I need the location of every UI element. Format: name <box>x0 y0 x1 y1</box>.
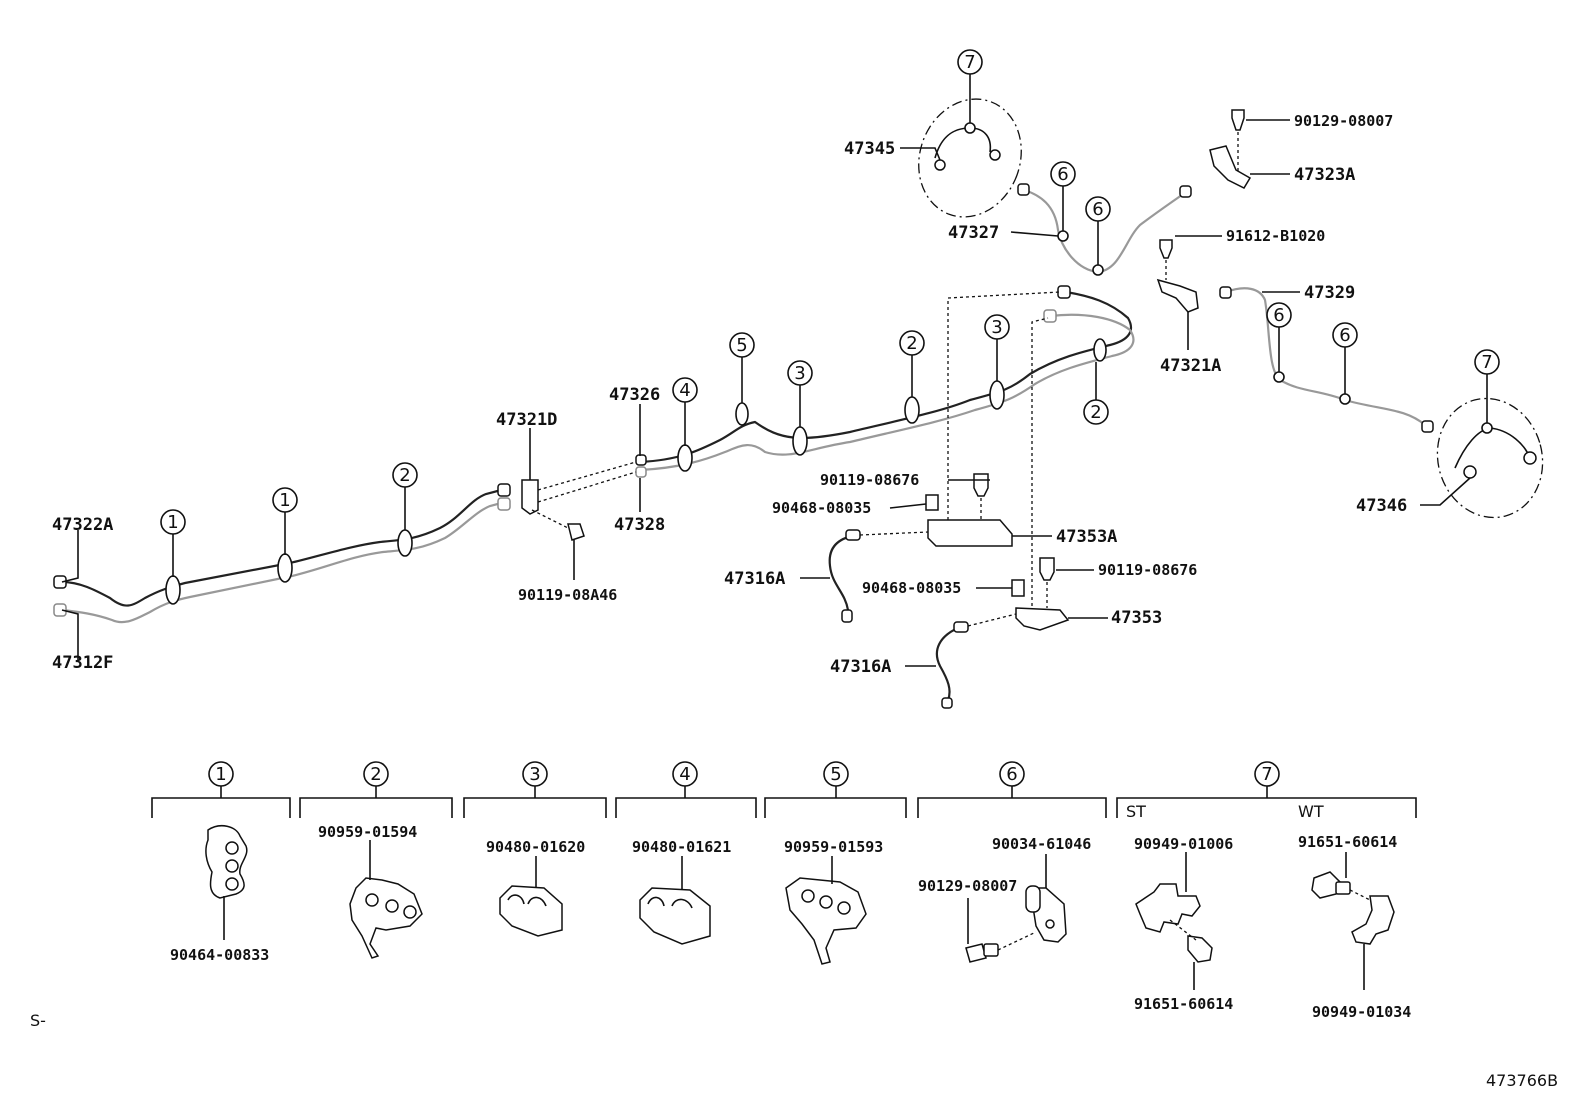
label-90119-08A46: 90119-08A46 <box>518 586 617 604</box>
label-47316A-a: 47316A <box>724 569 785 589</box>
legend-part-91651-60614-wt: 91651-60614 <box>1298 833 1397 851</box>
label-91612-B1020: 91612-B1020 <box>1226 227 1325 245</box>
legend-part-90949-01034: 90949-01034 <box>1312 1003 1411 1021</box>
footer-left-code: S- <box>30 1011 46 1030</box>
label-90468-08035-a: 90468-08035 <box>772 499 871 517</box>
legend-part-90480-01621: 90480-01621 <box>632 838 731 856</box>
label-47329: 47329 <box>1304 283 1355 303</box>
legend-st-label: ST <box>1126 802 1146 821</box>
callout-4: 4 <box>679 380 690 401</box>
legend-part-90959-01593: 90959-01593 <box>784 838 883 856</box>
tube-47327 <box>1010 183 1192 276</box>
label-90468-08035-b: 90468-08035 <box>862 579 961 597</box>
label-47316A-b: 47316A <box>830 657 891 677</box>
label-47353: 47353 <box>1111 608 1162 628</box>
part-labels: 47322A 47312F 47321D 90119-08A46 47326 4… <box>52 112 1407 677</box>
legend-num-2: 2 <box>370 764 381 785</box>
legend-clip-5: 5 90959-01593 <box>764 761 907 965</box>
legend-num-1: 1 <box>215 764 226 785</box>
label-47321A: 47321A <box>1160 356 1221 376</box>
legend-num-4: 4 <box>679 764 690 785</box>
callout-6a: 6 <box>1057 164 1068 185</box>
diagram-id: 473766B <box>1486 1071 1558 1090</box>
legend-part-90959-01594: 90959-01594 <box>318 823 417 841</box>
callout-1a: 1 <box>167 512 178 533</box>
callouts-upper: 1 1 2 4 5 3 2 3 2 7 6 6 6 6 7 <box>160 49 1500 535</box>
callout-7b: 7 <box>1481 352 1492 373</box>
bracket-47321A <box>1156 235 1222 350</box>
callout-3b: 3 <box>991 317 1002 338</box>
legend-clip-7: 7 ST WT 90949-01006 91651-60614 91651-60… <box>1116 761 1417 1021</box>
callout-2b: 2 <box>906 333 917 354</box>
legend-part-90949-01006: 90949-01006 <box>1134 835 1233 853</box>
caliper-area-right <box>1420 374 1544 519</box>
legend-clip-6: 6 90034-61046 90129-08007 <box>917 761 1107 963</box>
tube-47329 <box>1219 286 1434 433</box>
caliper-area-left-st <box>900 74 1022 218</box>
callout-6d: 6 <box>1339 325 1350 346</box>
callout-5: 5 <box>736 335 747 356</box>
bracket-47323A <box>1209 109 1290 189</box>
label-47346: 47346 <box>1356 496 1407 516</box>
legend-part-90464-00833: 90464-00833 <box>170 946 269 964</box>
legend-num-7: 7 <box>1261 764 1272 785</box>
label-90119-08676-b: 90119-08676 <box>1098 561 1197 579</box>
leaders-main <box>61 339 1097 662</box>
label-47312F: 47312F <box>52 653 113 673</box>
callout-3a: 3 <box>794 363 805 384</box>
label-47327: 47327 <box>948 223 999 243</box>
hose-47316A-upper <box>800 529 929 623</box>
legend-clip-2: 2 90959-01594 <box>299 761 453 959</box>
callout-2c: 2 <box>1090 402 1101 423</box>
label-47322A: 47322A <box>52 515 113 535</box>
legend-num-6: 6 <box>1006 764 1017 785</box>
callout-7a: 7 <box>964 52 975 73</box>
hose-47316A-lower <box>905 613 1017 709</box>
label-47323A: 47323A <box>1294 165 1355 185</box>
legend-wt-label: WT <box>1298 802 1324 821</box>
legend-part-90480-01620: 90480-01620 <box>486 838 585 856</box>
legend-clip-3: 3 90480-01620 <box>463 761 607 937</box>
legend-part-90129-08007: 90129-08007 <box>918 877 1017 895</box>
label-90129-08007-top: 90129-08007 <box>1294 112 1393 130</box>
callout-6c: 6 <box>1273 305 1284 326</box>
legend-part-91651-60614-st: 91651-60614 <box>1134 995 1233 1013</box>
bracket-47321D <box>521 461 637 541</box>
label-90119-08676-a: 90119-08676 <box>820 471 919 489</box>
label-47345: 47345 <box>844 139 895 159</box>
tube-clips <box>165 338 1107 605</box>
bracket-47353A <box>889 473 1052 547</box>
callout-1b: 1 <box>279 490 290 511</box>
main-brake-tube-assembly <box>53 285 1135 624</box>
label-47326: 47326 <box>609 385 660 405</box>
label-47353A: 47353A <box>1056 527 1117 547</box>
legend-num-5: 5 <box>830 764 841 785</box>
legend-part-90034-61046: 90034-61046 <box>992 835 1091 853</box>
legend-num-3: 3 <box>529 764 540 785</box>
label-47328: 47328 <box>614 515 665 535</box>
label-47321D: 47321D <box>496 410 557 430</box>
callout-2a: 2 <box>399 465 410 486</box>
bracket-47353 <box>976 557 1108 631</box>
guide-lines <box>947 291 1061 612</box>
callout-6b: 6 <box>1092 199 1103 220</box>
legend-clip-4: 4 90480-01621 <box>615 761 757 945</box>
legend-clip-1: 1 90464-00833 <box>151 761 291 964</box>
